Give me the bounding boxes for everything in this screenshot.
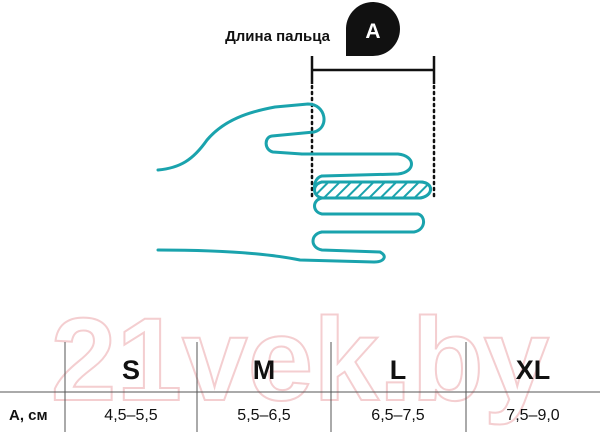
size-range-row: 4,5–5,5 5,5–6,5 6,5–7,5 7,5–9,0 (104, 407, 559, 424)
size-header-xl: XL (516, 355, 551, 385)
lower-palm-outline (156, 248, 376, 264)
range-s: 4,5–5,5 (104, 407, 157, 424)
size-header-row: S M L XL (122, 355, 550, 385)
measurement-marker: A (346, 2, 400, 57)
table-dividers (64, 342, 467, 432)
teardrop-icon (346, 2, 400, 57)
index-finger-outline (300, 152, 413, 178)
size-header-m: M (253, 355, 276, 385)
watermark-logo: 21vek.by (50, 293, 551, 427)
measured-finger-hatch (313, 180, 432, 200)
little-finger-outline (311, 230, 386, 264)
range-xl: 7,5–9,0 (506, 407, 559, 424)
range-m: 5,5–6,5 (237, 407, 290, 424)
size-header-l: L (390, 355, 407, 385)
row-header: A, см (9, 407, 48, 424)
finger-length-label: Длина пальца (225, 28, 331, 45)
dimension-line (310, 56, 436, 84)
marker-letter: A (365, 20, 380, 43)
ring-finger-outline (313, 196, 425, 234)
thumb-outline (156, 102, 326, 172)
range-l: 6,5–7,5 (371, 407, 424, 424)
size-header-s: S (122, 355, 140, 385)
svg-text:21vek.by: 21vek.by (51, 294, 550, 426)
dotted-guides (310, 84, 436, 198)
